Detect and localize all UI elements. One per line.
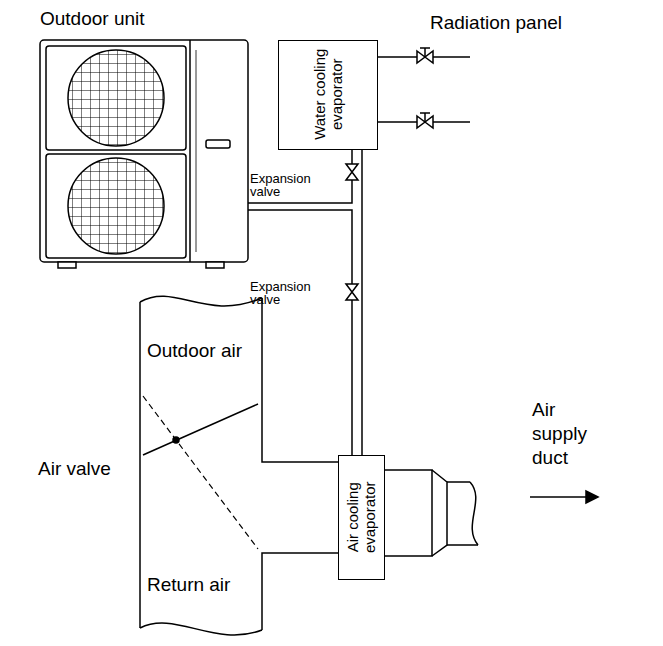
- expansion-valve-symbol: [346, 284, 358, 300]
- duct-transition: [432, 470, 447, 556]
- flow-arrow: [530, 496, 588, 498]
- unit-handle: [206, 140, 230, 148]
- equipment-box: Air cooling evaporator: [338, 455, 385, 580]
- part-label: Air supply duct: [532, 398, 594, 470]
- part-label: Expansion valve: [250, 172, 316, 198]
- fan-grille: [68, 158, 164, 254]
- duct-wall: [447, 482, 478, 545]
- refrigerant-pipe: [361, 150, 363, 455]
- part-label: Air valve: [38, 458, 111, 480]
- duct-wall: [262, 553, 338, 630]
- duct-break: [470, 482, 478, 545]
- equipment-box: Water cooling evaporator: [278, 40, 378, 150]
- refrigerant-pipe: [248, 150, 352, 203]
- unit-casing: [40, 40, 248, 262]
- damper-blade: [143, 404, 258, 455]
- fan-section: [385, 470, 432, 556]
- duct-break: [140, 296, 262, 306]
- part-label: Return air: [147, 574, 230, 596]
- duct-wall: [139, 302, 141, 628]
- water-pipe: [378, 57, 470, 122]
- expansion-valve-symbol: [346, 164, 358, 180]
- equipment-box: Outdoor unit: [40, 8, 248, 268]
- refrigerant-pipe: [248, 210, 352, 455]
- part-label: Radiation panel: [430, 12, 562, 34]
- flow-arrowhead: [586, 491, 598, 503]
- unit-divider: [189, 40, 191, 262]
- fan-panel: [46, 46, 186, 150]
- damper-alt-position: [143, 396, 258, 549]
- part-label: Outdoor air: [147, 340, 242, 362]
- equipment-label: Air cooling evaporator: [344, 460, 379, 573]
- duct-break: [140, 623, 262, 635]
- duct-wall: [262, 298, 338, 462]
- equipment-label: Water cooling evaporator: [310, 45, 345, 143]
- fan-panel: [46, 154, 186, 258]
- damper-pivot: [173, 437, 179, 443]
- valve-stem: [420, 48, 430, 57]
- equipment-label: Outdoor unit: [40, 8, 145, 30]
- part-label: Expansion valve: [250, 280, 316, 306]
- unit-foot: [206, 262, 224, 268]
- side-panel-line: [196, 50, 197, 252]
- unit-foot: [58, 262, 76, 268]
- fan-grille: [68, 50, 164, 146]
- valve-stem: [420, 113, 430, 122]
